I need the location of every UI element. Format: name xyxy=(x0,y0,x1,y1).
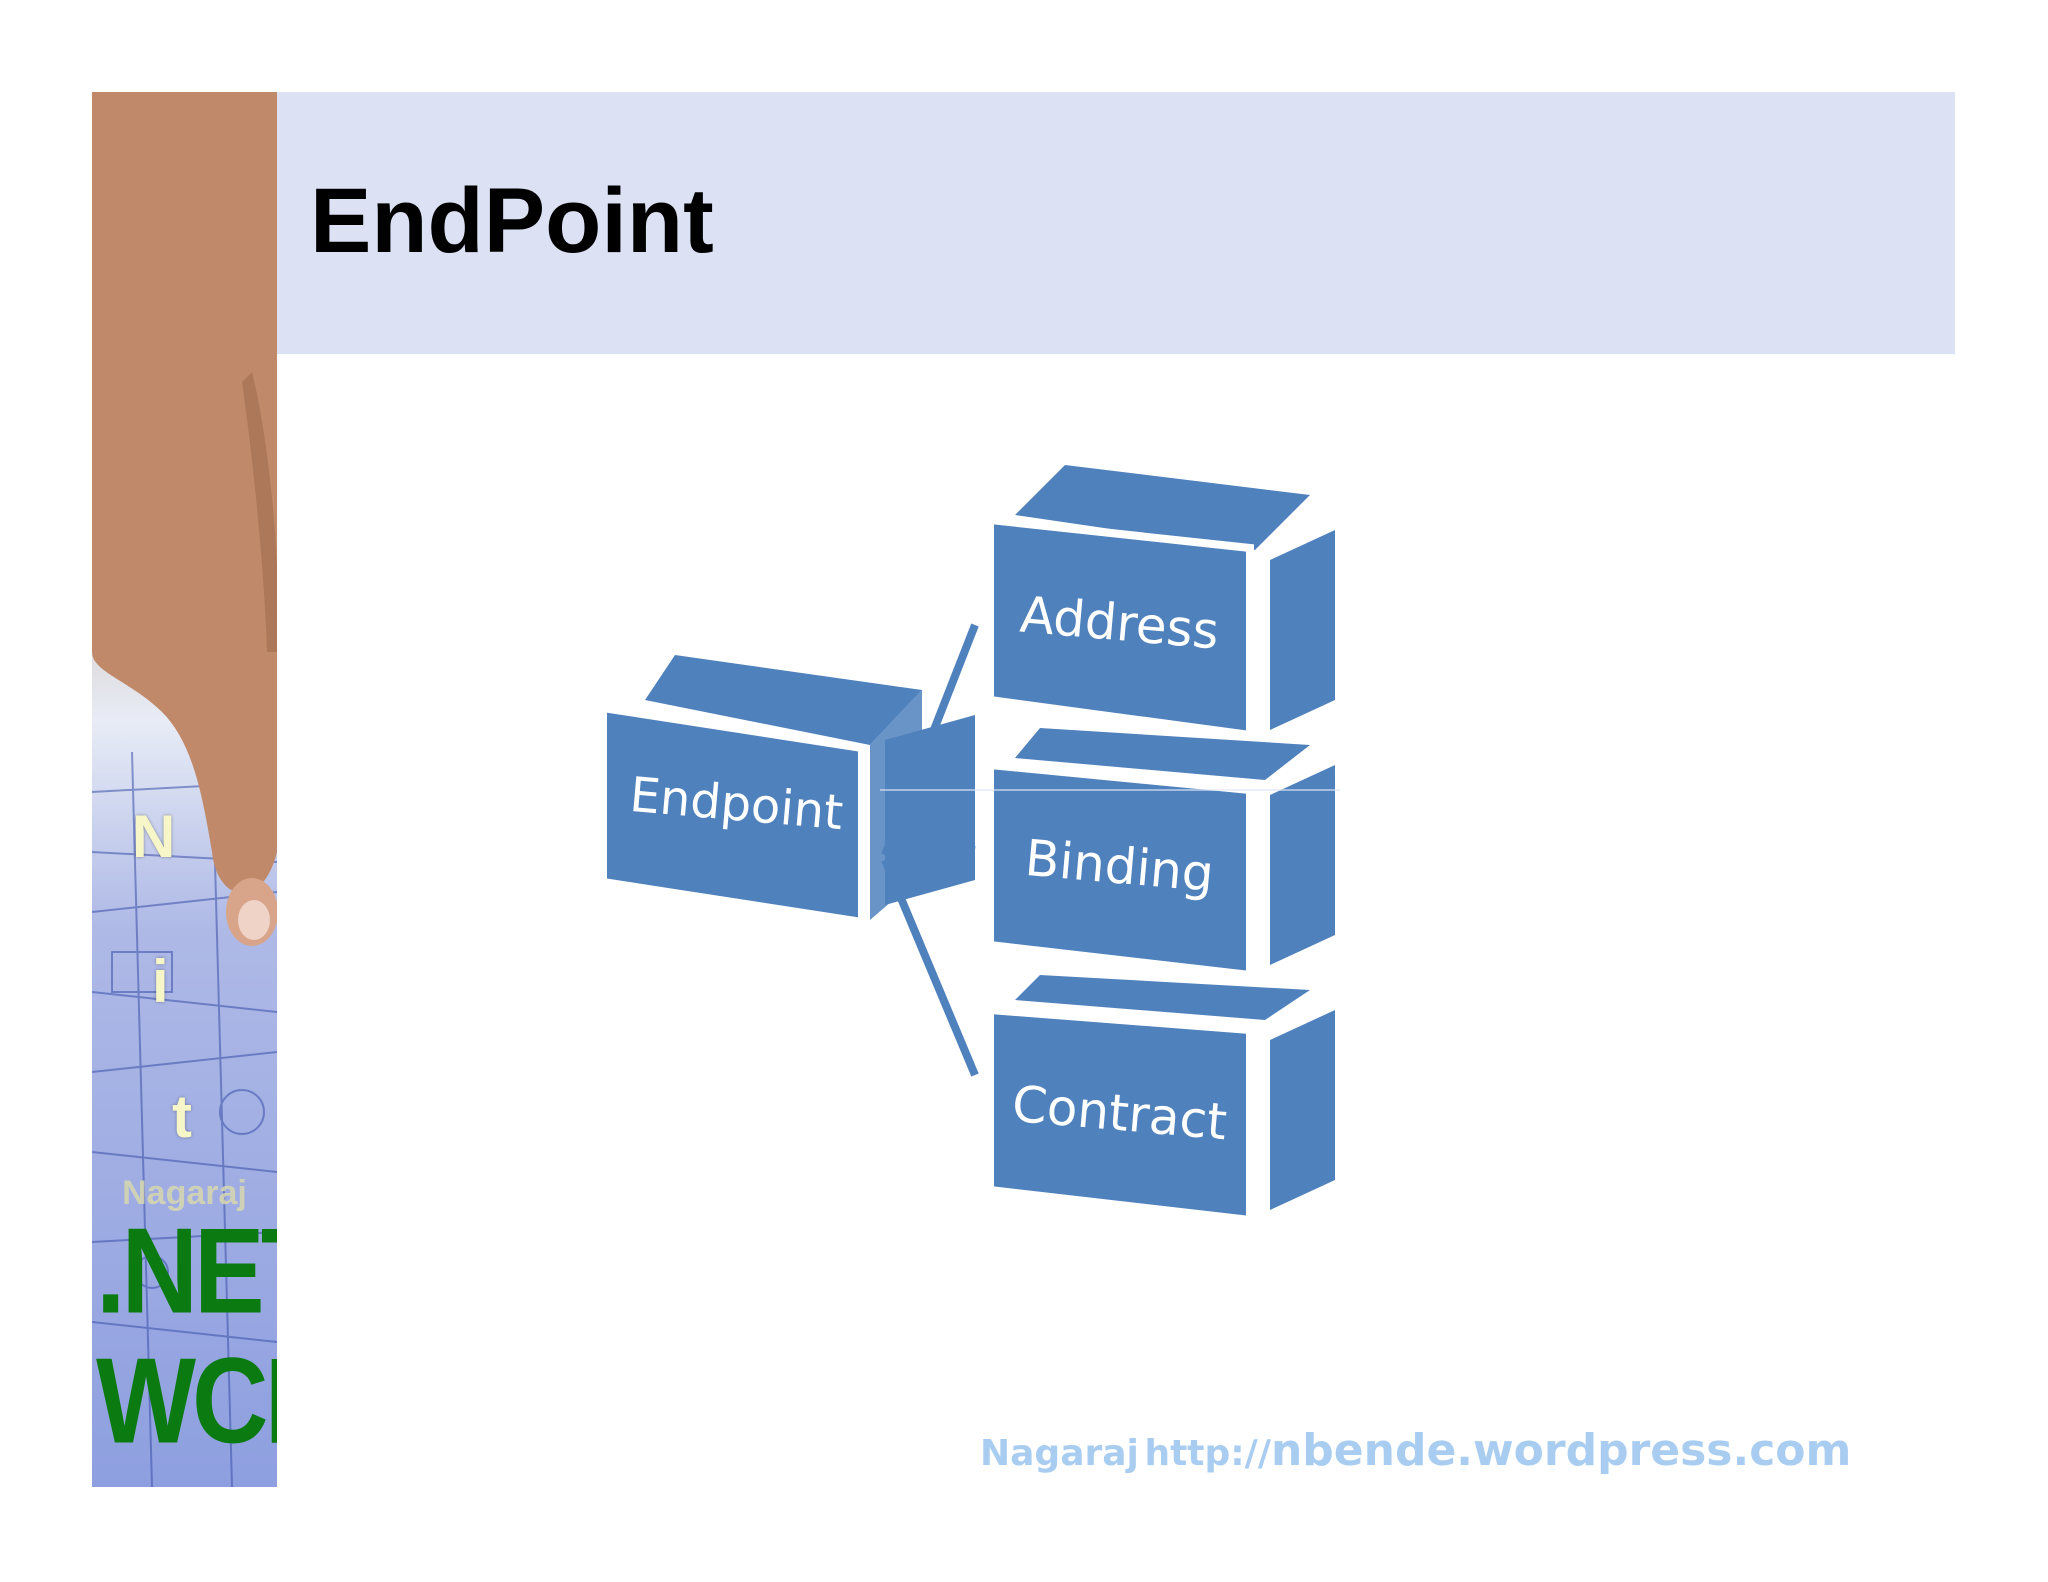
decorative-side-image: N i t Nagaraj .NET WCF xyxy=(92,92,277,1487)
box-endpoint: Endpoint xyxy=(599,655,922,927)
logo-letter-i: i xyxy=(152,948,169,1015)
footer-domain: nbende.wordpress.com xyxy=(1270,1425,1852,1476)
footer-protocol: http:// xyxy=(1144,1433,1271,1474)
logo-wcf-text: WCF xyxy=(96,1333,277,1469)
box-binding: Binding xyxy=(986,728,1335,980)
box-contract: Contract xyxy=(986,975,1335,1225)
footer-credit: Nagaraj http://nbende.wordpress.com xyxy=(980,1425,1851,1476)
logo-letter-t: t xyxy=(172,1083,192,1150)
box-address: Address xyxy=(986,465,1335,740)
logo-letter-n: N xyxy=(132,803,176,870)
footer-author: Nagaraj xyxy=(980,1433,1139,1474)
blueprint-hand-illustration xyxy=(92,92,277,1487)
logo-author: Nagaraj xyxy=(122,1174,247,1212)
logo-net-text: .NET xyxy=(96,1203,277,1339)
title-band xyxy=(277,92,1955,354)
slide-title: EndPoint xyxy=(310,170,714,272)
